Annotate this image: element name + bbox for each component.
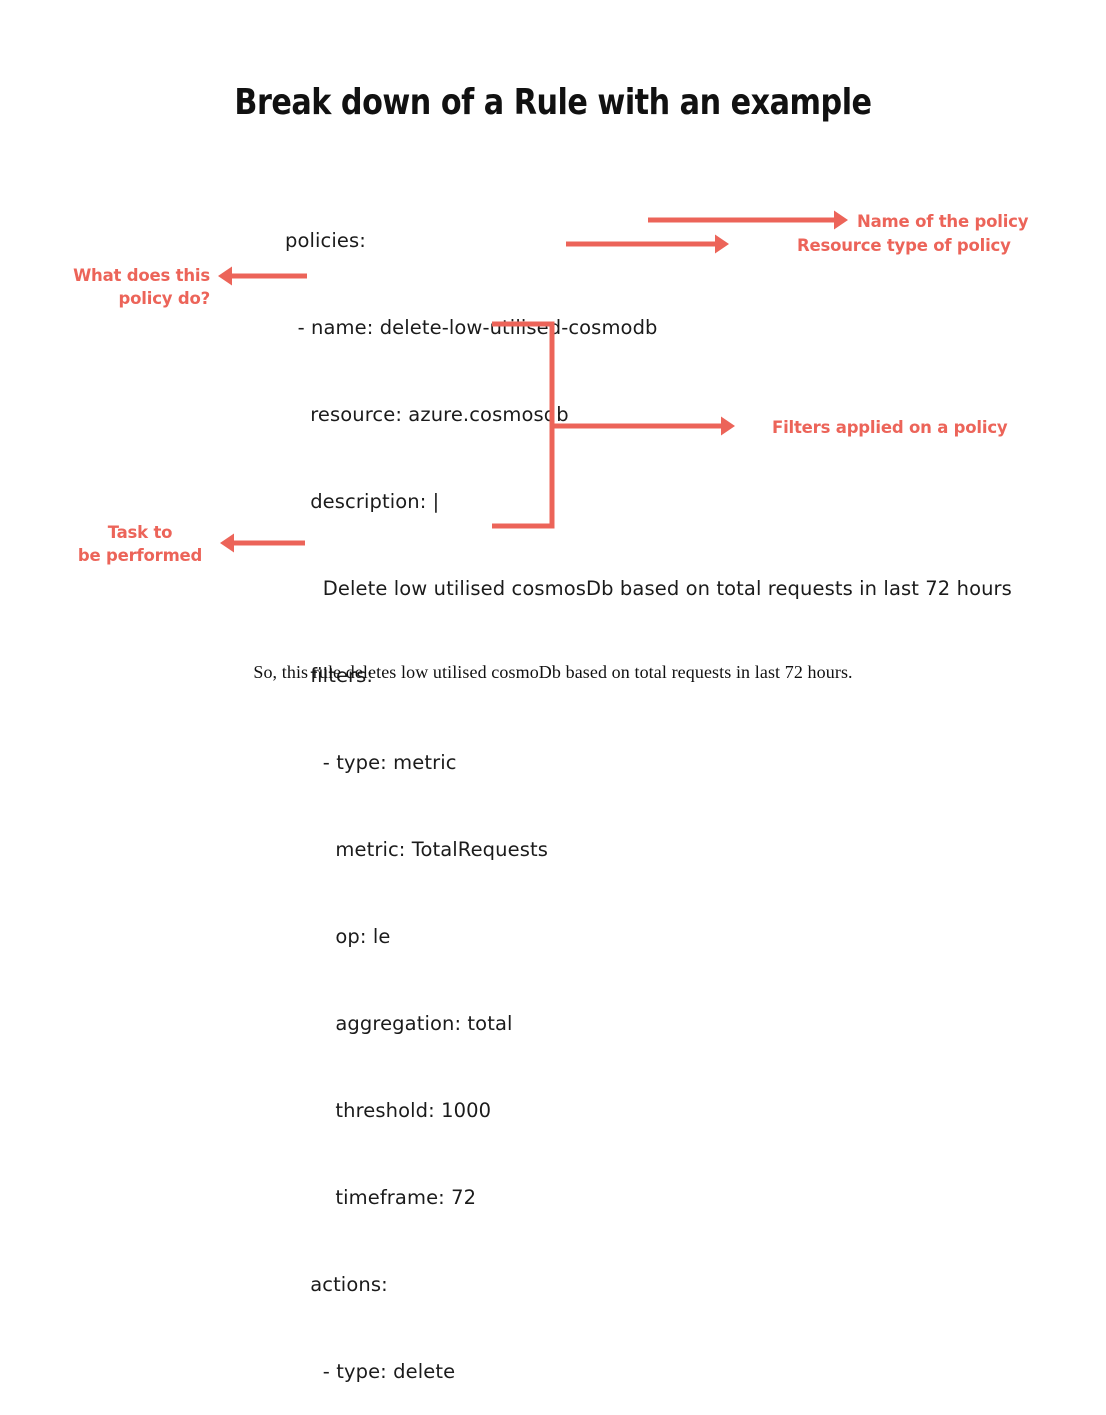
code-line: metric: TotalRequests <box>285 838 548 861</box>
yaml-code-block: policies: - name: delete-low-utilised-co… <box>285 168 1012 1415</box>
code-line: description: | <box>285 490 440 513</box>
page-title: Break down of a Rule with an example <box>234 82 872 123</box>
code-line: aggregation: total <box>285 1012 513 1035</box>
code-line: filters: <box>285 664 374 687</box>
slide-canvas: { "title": "Break down of a Rule with an… <box>73 82 1029 1383</box>
code-line: actions: <box>285 1273 388 1296</box>
annotation-what-does-policy: What does this policy do? <box>73 266 210 308</box>
annotation-task-performed: Task to be performed <box>77 523 203 565</box>
code-line: timeframe: 72 <box>285 1186 477 1209</box>
footer-caption: So, this rule deletes low utilised cosmo… <box>253 662 853 682</box>
code-line: threshold: 1000 <box>285 1099 492 1122</box>
annotation-resource-type: Resource type of policy <box>797 236 1011 255</box>
annotation-name-of-policy: Name of the policy <box>857 212 1029 231</box>
code-line: Delete low utilised cosmosDb based on to… <box>285 577 1012 600</box>
code-line: - type: metric <box>285 751 457 774</box>
code-line: policies: <box>285 229 366 252</box>
code-line: - type: delete <box>285 1360 456 1383</box>
annotation-filters-applied: Filters applied on a policy <box>772 418 1008 437</box>
code-line: - name: delete-low-utilised-cosmodb <box>285 316 658 339</box>
code-line: op: le <box>285 925 391 948</box>
